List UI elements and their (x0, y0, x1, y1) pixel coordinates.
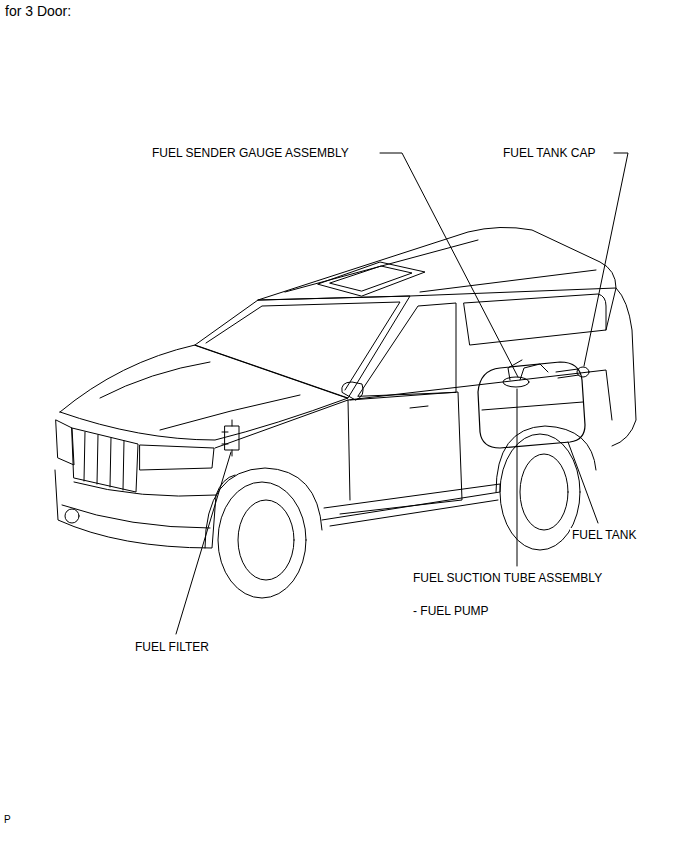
grille-bars (84, 432, 124, 490)
front-fender (215, 400, 350, 500)
roof-outline (258, 227, 616, 300)
hood (60, 345, 348, 440)
front-tire (218, 482, 306, 598)
part-label: FUEL TANK (570, 528, 638, 542)
leader-line (584, 153, 628, 366)
fuel-sender-flange (503, 377, 529, 387)
fuel-filter-bracket (222, 420, 232, 456)
figure-code: P (2, 814, 13, 826)
fuel-filter-body (225, 426, 239, 450)
sunroof (318, 262, 425, 296)
door-handle (410, 406, 428, 408)
hood-crease (100, 362, 300, 430)
bumper-lower (62, 505, 210, 528)
leader-line (517, 389, 518, 566)
leader-line (568, 442, 598, 523)
rear-wheel-arch (496, 426, 596, 492)
fuel-tank-cap (577, 367, 589, 377)
fuel-filler-pipe (556, 369, 579, 378)
body-beltline (348, 370, 612, 420)
part-label: FUEL FILTER (133, 640, 211, 654)
part-label: FUEL TANK CAP (501, 146, 597, 160)
fog-lamp (65, 509, 79, 523)
front-bumper (55, 470, 216, 548)
leader-line (380, 153, 518, 377)
grille (72, 428, 138, 492)
roof-rail (285, 240, 596, 292)
front-door-window (358, 303, 456, 396)
rear-tire (500, 434, 580, 550)
rocker-sill (322, 484, 500, 520)
fuel-tank-seam (482, 402, 583, 410)
part-label: FUEL SUCTION TUBE ASSEMBLY (411, 571, 604, 585)
headlamp-left (56, 420, 74, 465)
part-label: FUEL SENDER GAUGE ASSEMBLY (150, 146, 351, 160)
side-mirror (342, 382, 363, 400)
leader-line (176, 452, 231, 634)
rear-quarter (606, 288, 636, 446)
page-heading: for 3 Door: (3, 3, 73, 19)
fuel-tank-body (478, 362, 585, 448)
rear-rim (520, 454, 568, 530)
part-label: - FUEL PUMP (411, 604, 491, 618)
headlamp-right (140, 445, 214, 470)
front-rim (238, 500, 294, 580)
sunroof-inner (330, 266, 412, 291)
rear-side-window (464, 294, 606, 345)
front-door (340, 392, 462, 514)
side-step (330, 500, 498, 526)
